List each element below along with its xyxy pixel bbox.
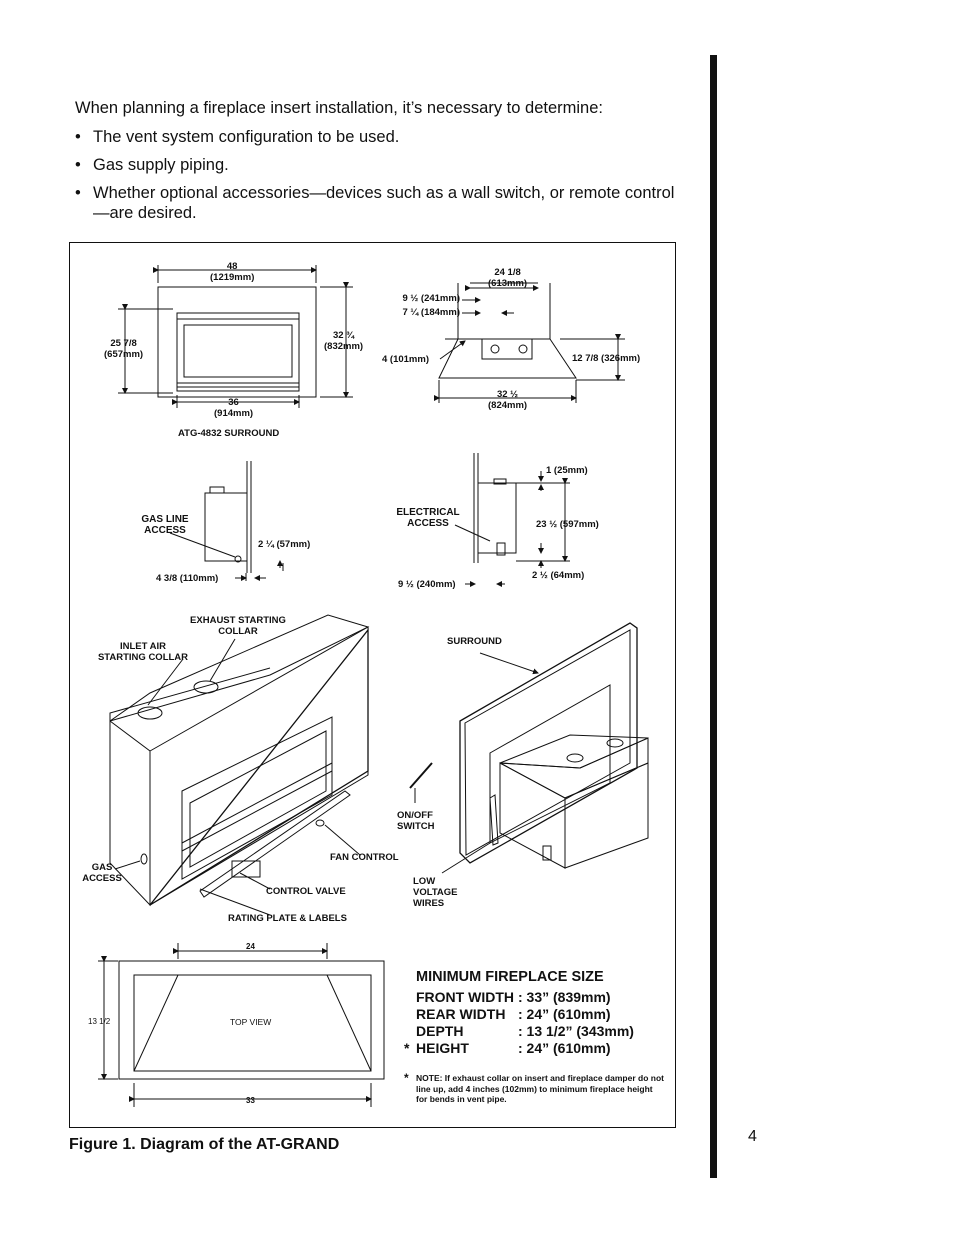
plan-dim-a: 9 ½ (241mm) (402, 293, 460, 304)
electrical-access-label: ELECTRICAL ACCESS (396, 507, 460, 529)
min-size-heading: MINIMUM FIREPLACE SIZE (416, 969, 604, 985)
page-number: 4 (748, 1128, 757, 1145)
top-view-label: TOP VIEW (230, 1017, 272, 1027)
elec-dim-offset: 9 ½ (240mm) (398, 579, 456, 590)
inlet-air-label: INLET AIR STARTING COLLAR (97, 641, 189, 663)
min-size-row: FRONT WIDTH: 33” (839mm) (416, 989, 611, 1005)
surround-label: SURROUND (447, 636, 502, 647)
min-size-block: MINIMUM FIREPLACE SIZE FRONT WIDTH: 33” … (404, 969, 634, 1057)
min-size-row: DEPTH: 13 1/2” (343mm) (416, 1023, 634, 1039)
wires-label: LOW VOLTAGE WIRES (413, 876, 458, 909)
front-view-title: ATG-4832 SURROUND (178, 428, 280, 439)
damper-note: * NOTE: If exhaust collar on insert and … (404, 1071, 664, 1104)
plan-dim-b: 7 ¼ (184mm) (402, 307, 460, 318)
gas-access-label: GAS ACCESS (82, 862, 122, 884)
intro-text: When planning a fireplace insert install… (75, 98, 675, 231)
plan-width-bottom: 32 ½(824mm) (488, 389, 528, 411)
elec-dim-bottom: 2 ½ (64mm) (532, 570, 585, 581)
figure-frame: 48(1219mm) 25 7/8(657mm) 32 ¾(832mm) 36(… (69, 242, 676, 1128)
plan-width-top: 24 1/8(613mm) (488, 267, 528, 289)
elec-dim-top: 1 (25mm) (546, 465, 588, 476)
intro-lead: When planning a fireplace insert install… (75, 99, 603, 117)
min-size-row: REAR WIDTH: 24” (610mm) (416, 1006, 611, 1022)
plan-depth: 12 7/8 (326mm) (572, 353, 641, 364)
bullet-item: Whether optional accessories—devices suc… (75, 183, 675, 223)
exhaust-collar-label: EXHAUST STARTING COLLAR (190, 615, 286, 637)
top-view-drawing (98, 943, 385, 1107)
fan-control-label: FAN CONTROL (330, 852, 399, 863)
intro-bullets: The vent system configuration to be used… (75, 127, 675, 223)
plan-dim-c: 4 (101mm) (382, 354, 429, 365)
top-view-depth: 13 1/2 (88, 1017, 111, 1026)
front-height-left: 25 7/8(657mm) (104, 338, 144, 360)
side-gas-drawing (169, 461, 284, 581)
switch-label: ON/OFF SWITCH (397, 810, 435, 832)
front-width-top: 48(1219mm) (210, 261, 255, 283)
rating-plate-label: RATING PLATE & LABELS (228, 913, 347, 924)
sidebar-rule (710, 55, 717, 1178)
front-height-right: 32 ¾(832mm) (324, 330, 364, 352)
top-view-front: 33 (246, 1096, 255, 1105)
side-electrical-drawing (454, 453, 570, 587)
front-width-bottom: 36(914mm) (214, 397, 254, 419)
insert-drawing (109, 614, 370, 916)
figure-caption: Figure 1. Diagram of the AT-GRAND (69, 1136, 340, 1153)
elec-dim-height: 23 ½ (597mm) (536, 519, 599, 530)
min-size-row: *HEIGHT: 24” (610mm) (404, 1040, 611, 1056)
control-valve-label: CONTROL VALVE (266, 886, 346, 897)
front-view-drawing (118, 265, 353, 408)
bullet-item: The vent system configuration to be used… (75, 127, 675, 147)
top-view-rear: 24 (246, 942, 255, 951)
figure-drawings (98, 265, 649, 1107)
gas-dim-offset: 4 3/8 (110mm) (156, 573, 219, 584)
top-plan-drawing (434, 282, 625, 403)
bullet-item: Gas supply piping. (75, 155, 675, 175)
surround-drawing (409, 622, 649, 874)
gas-line-access-label: GAS LINE ACCESS (141, 514, 189, 536)
gas-dim-height: 2 ¼ (57mm) (258, 539, 311, 550)
